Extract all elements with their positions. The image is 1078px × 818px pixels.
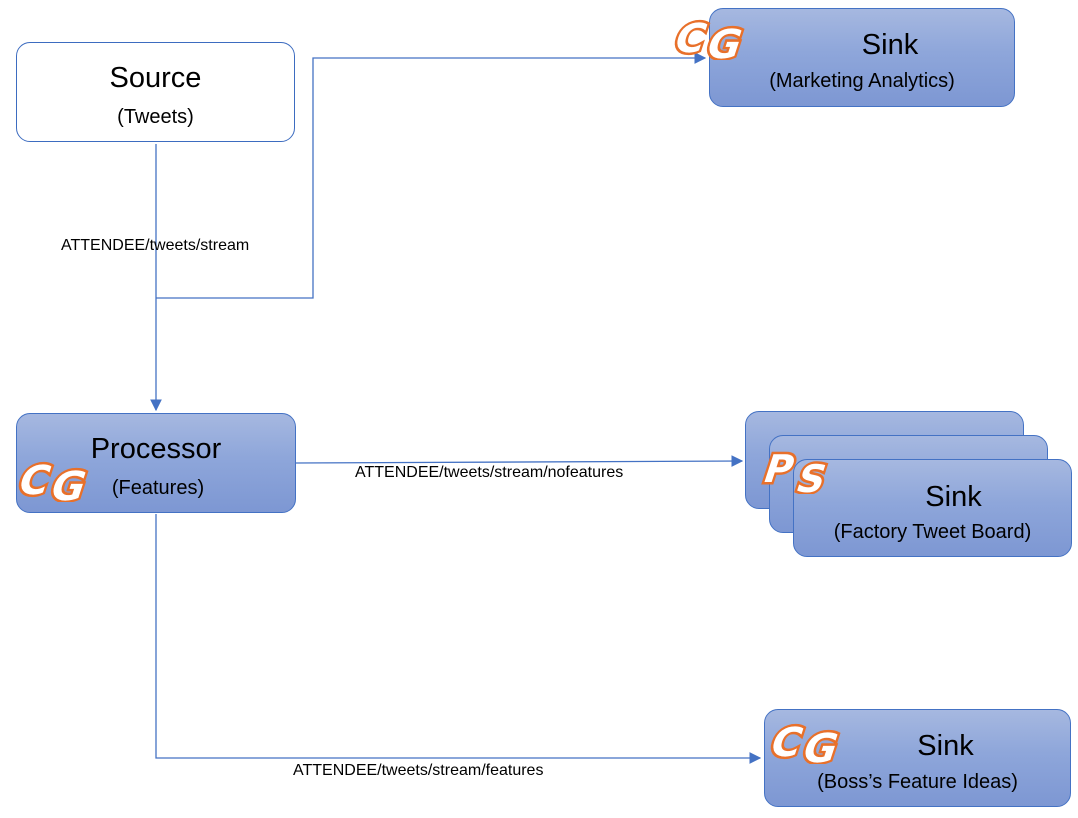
sink-boss-subtitle: (Boss’s Feature Ideas)	[817, 771, 1018, 793]
cg-badge-icon: C G	[10, 456, 95, 502]
edge-processor-to-factory-sink	[295, 455, 744, 467]
edge-label-features: ATTENDEE/tweets/stream/features	[293, 762, 544, 779]
sink-marketing-subtitle: (Marketing Analytics)	[769, 70, 955, 92]
sink-factory-node[interactable]: Sink (Factory Tweet Board)	[793, 459, 1072, 557]
processor-subtitle: (Features)	[111, 477, 205, 499]
edge-label-tweets-stream: ATTENDEE/tweets/stream	[61, 237, 250, 254]
source-subtitle: (Tweets)	[117, 106, 194, 128]
processor-title: Processor	[90, 433, 222, 465]
cg-badge-icon: C G	[666, 14, 751, 60]
source-title: Source	[109, 62, 202, 94]
source-node[interactable]: Source (Tweets)	[16, 42, 295, 142]
edge-source-to-marketing-sink	[156, 52, 707, 299]
sink-boss-title: Sink	[917, 730, 974, 762]
sink-marketing-node[interactable]: Sink (Marketing Analytics)	[709, 8, 1015, 107]
svg-text:S: S	[791, 458, 833, 494]
edge-processor-to-boss-sink	[155, 514, 762, 764]
ps-badge-icon: P S	[756, 448, 835, 494]
sink-marketing-title: Sink	[861, 29, 919, 61]
sink-boss-node[interactable]: Sink (Boss’s Feature Ideas)	[764, 709, 1071, 807]
sink-factory-subtitle: (Factory Tweet Board)	[833, 521, 1032, 543]
edge-label-nofeatures: ATTENDEE/tweets/stream/nofeatures	[355, 464, 624, 481]
svg-text:P: P	[758, 448, 800, 492]
sink-factory-title: Sink	[925, 481, 982, 513]
cg-badge-icon: C G	[762, 718, 847, 764]
processor-node[interactable]: Processor (Features)	[16, 413, 296, 513]
